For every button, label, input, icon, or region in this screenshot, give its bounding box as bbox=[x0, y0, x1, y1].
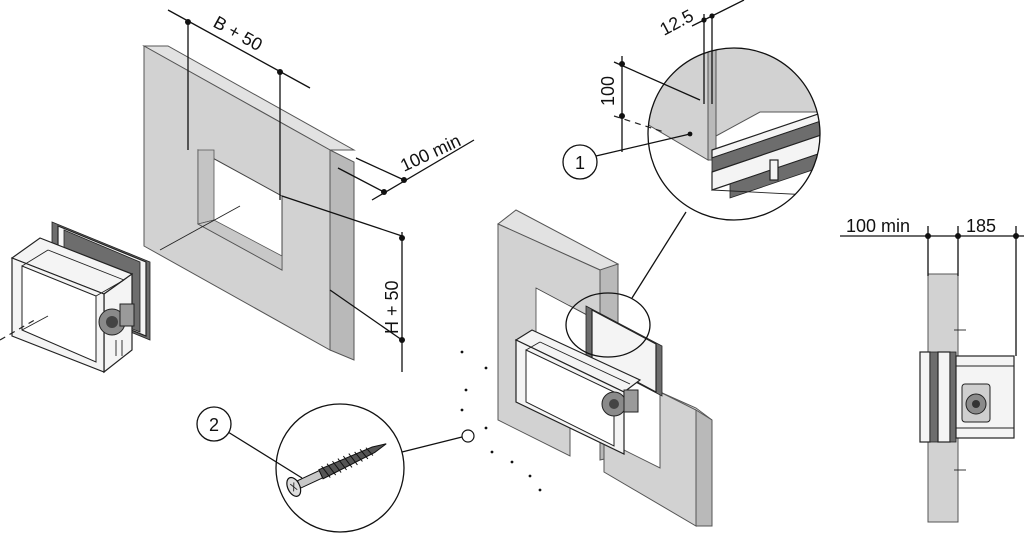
wall-with-installed-damper bbox=[497, 209, 713, 527]
insertion-path-dots bbox=[460, 350, 542, 492]
dimension-h-plus-50: H + 50 bbox=[281, 195, 405, 372]
callout-2: 2 bbox=[196, 406, 303, 479]
callout-1: 1 bbox=[562, 131, 693, 180]
label-side-100-min: 100 min bbox=[846, 216, 910, 236]
detail-magnifier bbox=[647, 47, 821, 221]
detail-marker-circle bbox=[565, 292, 651, 358]
label-12-5: 12.5 bbox=[656, 5, 696, 39]
dimension-100-min-iso: 100 min bbox=[337, 130, 475, 201]
label-h-plus-50: H + 50 bbox=[382, 280, 402, 334]
damper-unit-left bbox=[0, 221, 151, 374]
wall-with-opening bbox=[142, 45, 356, 361]
label-100: 100 bbox=[598, 76, 618, 106]
label-100-min-iso: 100 min bbox=[397, 130, 463, 175]
side-section-view bbox=[919, 273, 1015, 523]
callout-1-number: 1 bbox=[575, 153, 585, 173]
screw-detail bbox=[275, 403, 475, 533]
dimension-side: 100 min 185 bbox=[840, 216, 1024, 356]
label-side-185: 185 bbox=[966, 216, 996, 236]
callout-2-number: 2 bbox=[209, 415, 219, 435]
detail-leader-line bbox=[631, 211, 687, 299]
